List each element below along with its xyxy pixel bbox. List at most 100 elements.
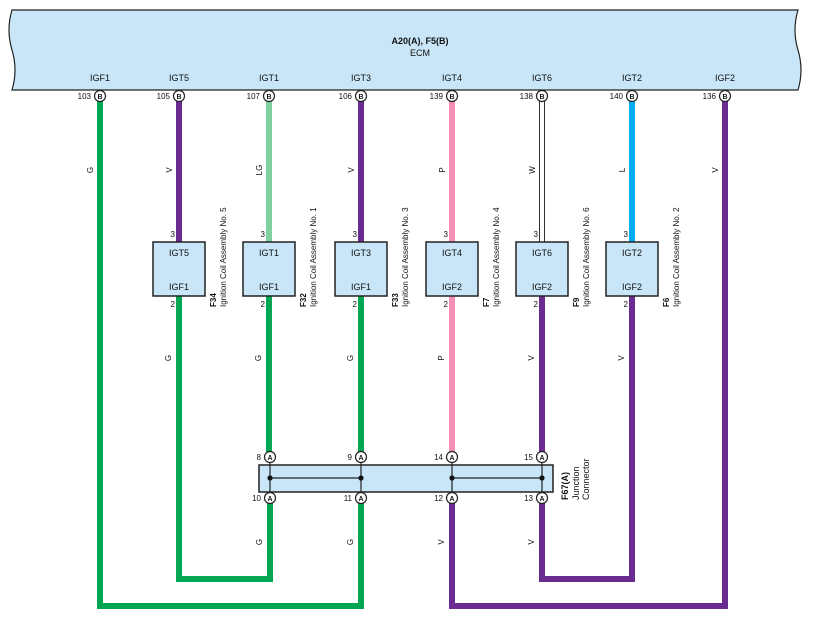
ecm-terminal-pin: 105 [157,92,171,101]
wire-color-code: G [255,539,264,545]
connector-b-letter: B [266,94,271,101]
coil-code: F34 [209,293,218,307]
junction-bottom-pin: 10 [252,494,261,503]
connector-a-circle [445,491,459,505]
coil-name: Ignition Coil Assembly No. 2 [672,207,681,307]
connector-b-circle [93,89,107,103]
ecm-terminal-pin: 136 [703,92,717,101]
junction-top-pin: 14 [434,453,443,462]
coil-name: Ignition Coil Assembly No. 1 [309,207,318,307]
coil-pin-bottom: 2 [353,300,358,309]
wire-color-code: W [528,166,537,174]
coil-pin-bottom: 2 [534,300,539,309]
junction-node [539,475,545,481]
wire-color-code: G [346,539,355,545]
connector-b-letter: B [358,94,363,101]
coil-pin-bottom: 2 [444,300,449,309]
coil-top-terminal: IGT6 [532,248,552,258]
connector-a-circle [535,450,549,464]
coil-top-terminal: IGT5 [169,248,189,258]
connector-a-letter: A [358,455,363,462]
ecm-name: ECM [410,48,430,58]
wire-coil5-igf [176,296,273,582]
coil-pin-top: 3 [261,230,266,239]
ecm-terminal-pin: 140 [610,92,624,101]
coil-pin-bottom: 2 [171,300,176,309]
junction-bottom-pin: 12 [434,494,443,503]
wire-coil2-igf [539,296,635,582]
ignition-coil-box [242,241,296,297]
junction-bottom-pin: 11 [344,494,353,503]
wire-color-code: V [617,355,626,361]
ecm-terminal-signal: IGF2 [715,73,735,83]
wire-color-code: V [527,539,536,545]
junction-node [267,475,273,481]
coil-top-terminal: IGT4 [442,248,462,258]
connector-a-letter: A [449,455,454,462]
coil-bottom-terminal: IGF1 [259,282,279,292]
coil-code: F7 [482,297,491,307]
connector-b-letter: B [539,94,544,101]
ecm-terminal-signal: IGT6 [532,73,552,83]
junction-label-line1: Junction [571,466,581,500]
ecm-terminal-signal: IGT1 [259,73,279,83]
connector-a-circle [535,491,549,505]
connector-b-circle [172,89,186,103]
connector-b-letter: B [176,94,181,101]
ecm-terminal-pin: 107 [247,92,261,101]
wire-color-code: G [346,355,355,361]
connector-b-letter: B [629,94,634,101]
ignition-coil-box [334,241,388,297]
ecm-box [8,9,802,91]
connector-a-letter: A [358,496,363,503]
ecm-terminal-pin: 139 [430,92,444,101]
connector-a-letter: A [539,455,544,462]
junction-bottom-pin: 13 [524,494,533,503]
connector-a-letter: A [267,455,272,462]
coil-bottom-terminal: IGF2 [442,282,462,292]
connector-a-circle [354,491,368,505]
ignition-coil-box [425,241,479,297]
ecm-terminal-pin: 106 [339,92,353,101]
wire-color-code: V [347,167,356,173]
coil-top-terminal: IGT3 [351,248,371,258]
coil-pin-bottom: 2 [261,300,266,309]
connector-b-circle [262,89,276,103]
connector-b-letter: B [449,94,454,101]
connector-b-circle [718,89,732,103]
wire-color-code: G [254,355,263,361]
wire-igf2-loop [449,96,728,609]
coil-name: Ignition Coil Assembly No. 3 [401,207,410,307]
connector-a-letter: A [449,496,454,503]
wire-color-code: L [618,167,627,172]
coil-pin-top: 3 [353,230,358,239]
ecm-terminal-pin: 138 [520,92,534,101]
connector-a-circle [263,450,277,464]
coil-bottom-terminal: IGF1 [351,282,371,292]
ecm-title: A20(A), F5(B) [391,36,448,46]
wire-color-code: V [527,355,536,361]
ecm-terminal-signal: IGF1 [90,73,110,83]
wire-color-code: P [438,167,447,172]
wire-color-code: P [437,355,446,360]
ignition-coil-box [152,241,206,297]
ecm-terminal-signal: IGT5 [169,73,189,83]
connector-b-circle [445,89,459,103]
coil-pin-top: 3 [171,230,176,239]
connector-b-circle [354,89,368,103]
connector-b-letter: B [722,94,727,101]
junction-top-pin: 9 [348,453,353,462]
junction-label-line2: Connector [581,458,591,500]
connector-a-circle [263,491,277,505]
coil-pin-top: 3 [624,230,629,239]
ecm-terminal-signal: IGT4 [442,73,462,83]
coil-pin-bottom: 2 [624,300,629,309]
coil-code: F6 [662,297,671,307]
connector-a-letter: A [539,496,544,503]
wire-color-code: G [164,355,173,361]
coil-name: Ignition Coil Assembly No. 5 [219,207,228,307]
